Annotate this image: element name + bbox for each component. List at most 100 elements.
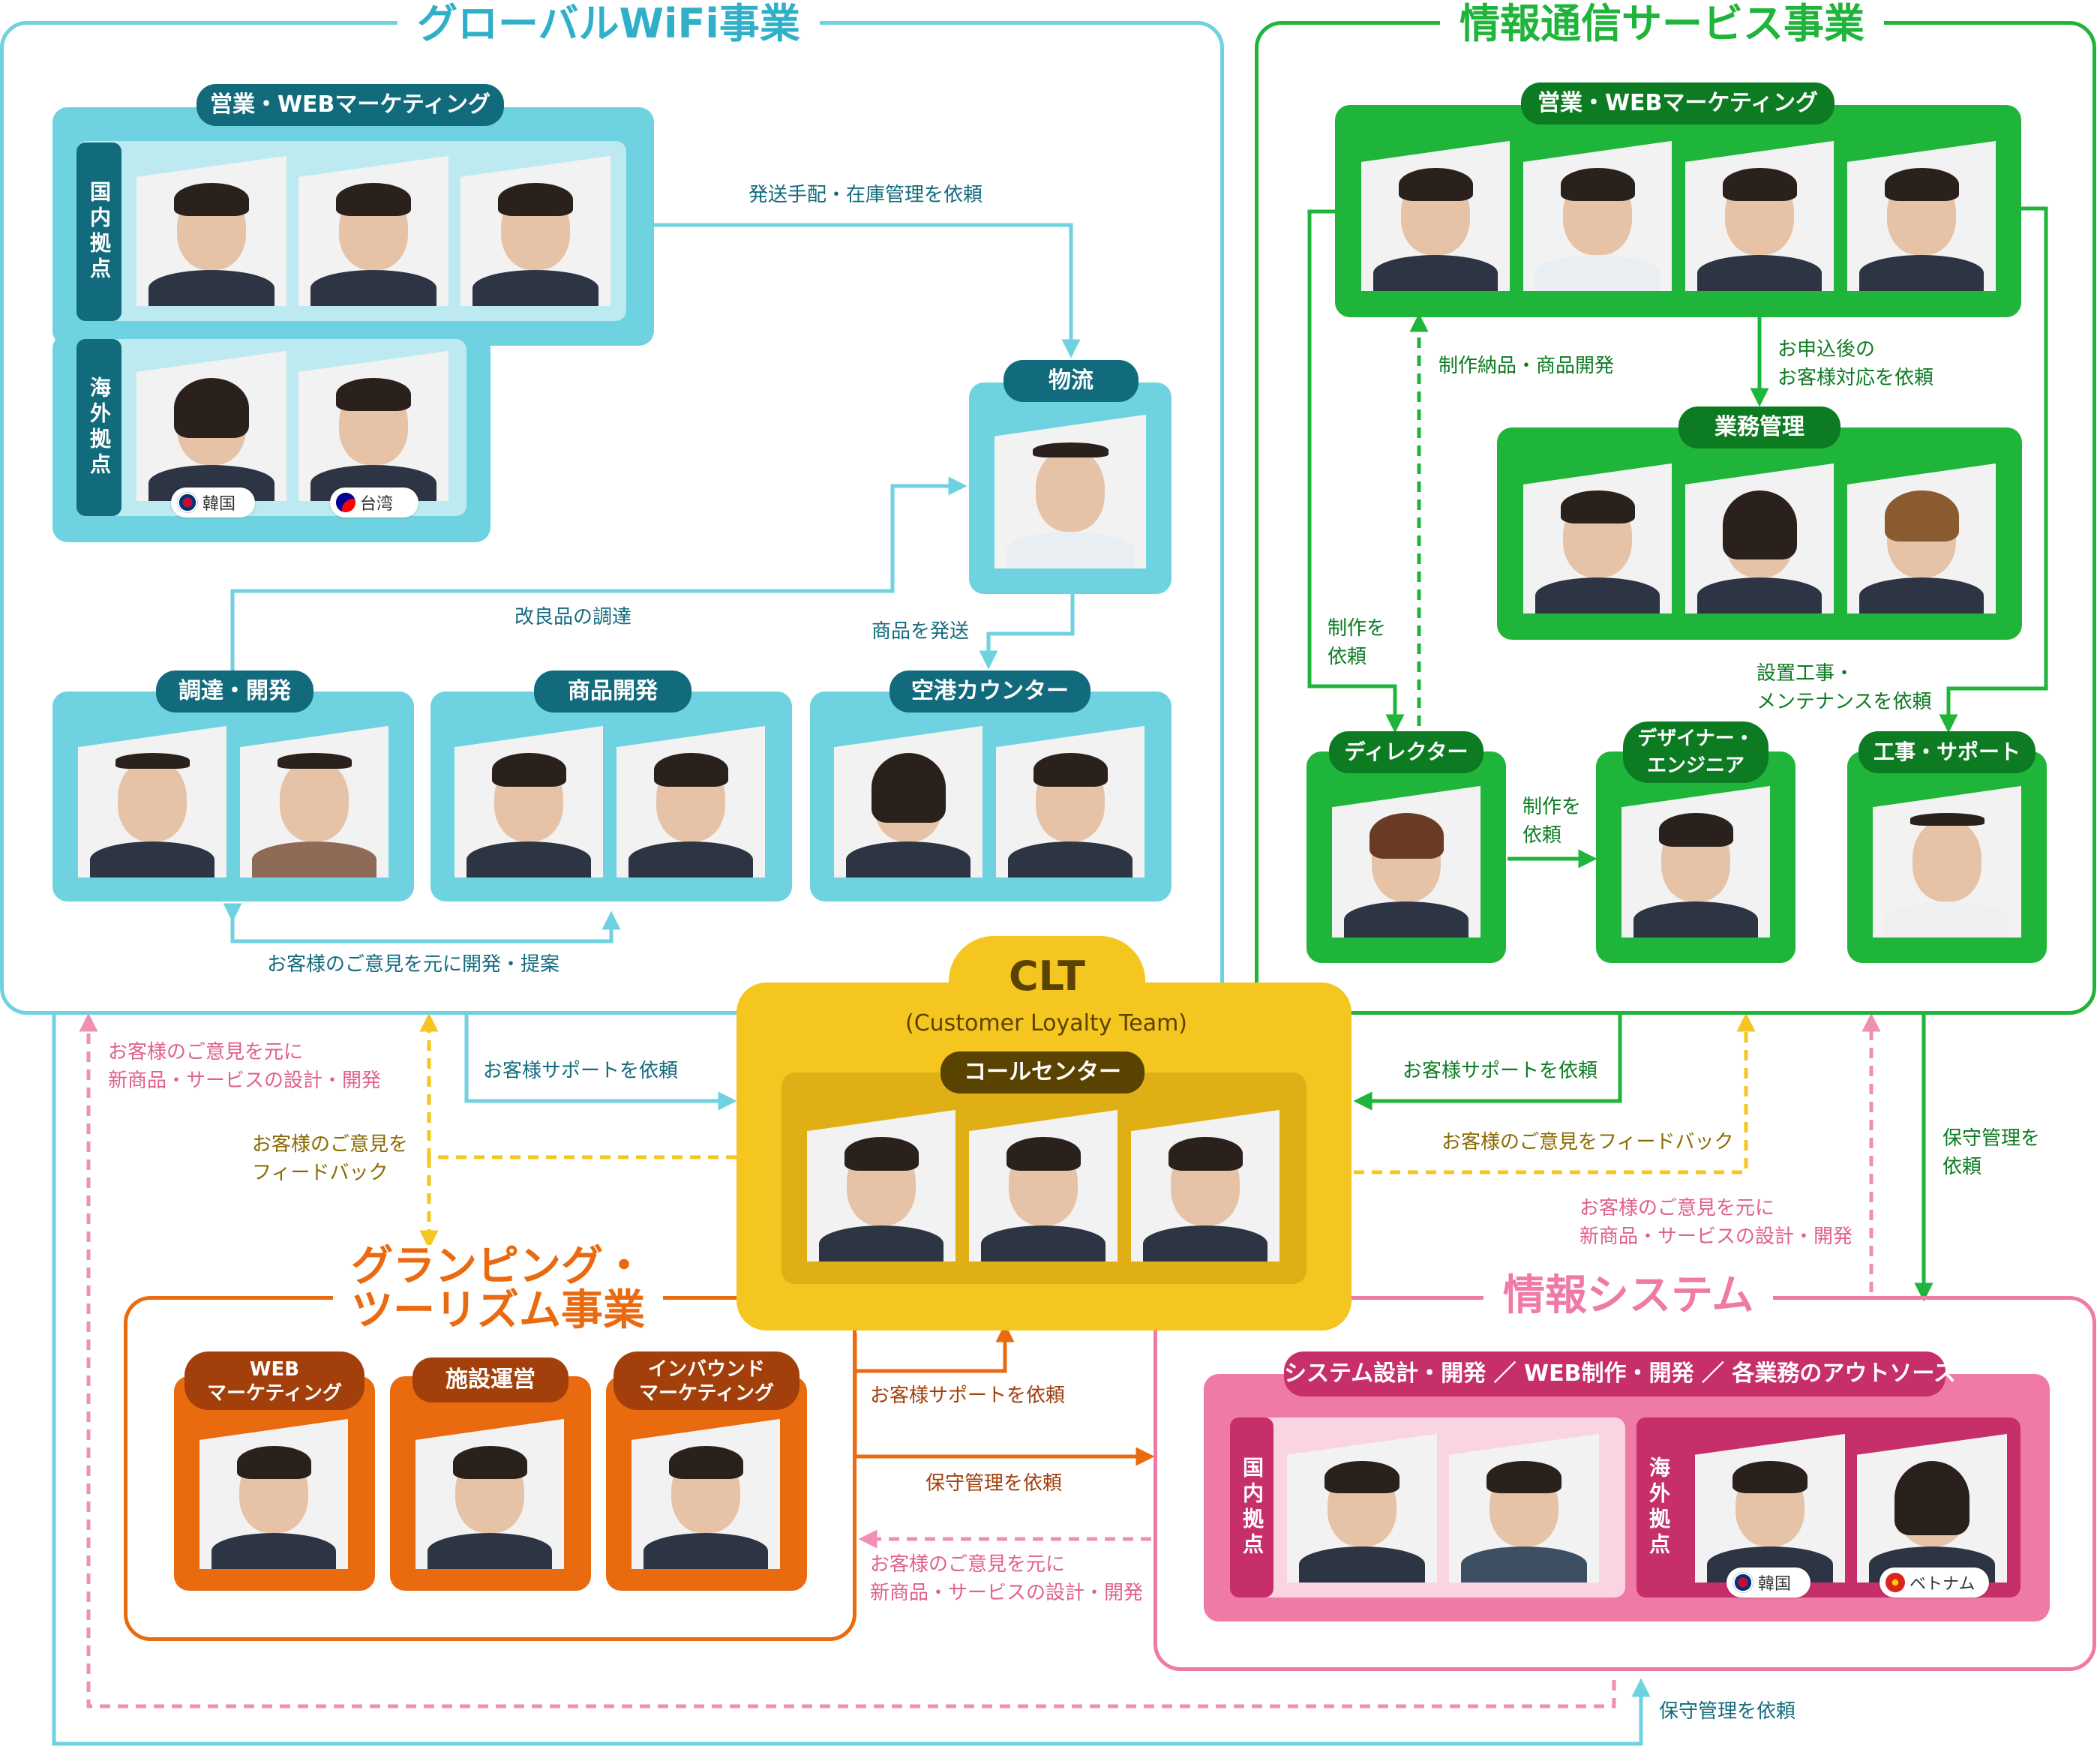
arrow-production-request-director <box>1307 209 1405 734</box>
person-photo <box>996 726 1144 878</box>
label-line: お客様対応を依頼 <box>1778 366 1934 389</box>
unit-label-airport-counter: 空港カウンター <box>890 670 1090 712</box>
label-line: お客様のご意見を元に <box>870 1553 1066 1576</box>
arrow-glamp-support <box>853 1323 1015 1373</box>
label-line: 新商品・サービスの設計・開発 <box>1580 1225 1853 1248</box>
person-photo <box>136 156 286 306</box>
arrow-install <box>1939 206 2048 734</box>
arrow-tel-feedback <box>1354 1012 1756 1174</box>
label-application: お申込後のお客様対応を依頼 <box>1778 336 1934 392</box>
person-photo <box>834 726 982 878</box>
flag-label: 韓国 <box>202 495 236 514</box>
label-production-request-director: 制作を依頼 <box>1328 615 1386 671</box>
vietnam-flag-icon <box>1886 1573 1905 1592</box>
person-photo <box>616 726 765 878</box>
person-photo <box>78 726 226 878</box>
person-photo <box>1622 786 1770 938</box>
label-production-delivery: 制作納品・商品開発 <box>1438 355 1615 377</box>
label-production-request-designer: 制作を依頼 <box>1522 794 1581 850</box>
person-photo <box>1685 141 1834 291</box>
person-photo <box>969 1110 1118 1262</box>
unit-label-line: インバウンド <box>647 1358 765 1381</box>
person-photo <box>136 351 286 501</box>
unit-label-line: エンジニア <box>1646 754 1744 777</box>
unit-label-line: WEB <box>249 1358 300 1381</box>
label-line: メンテナンスを依頼 <box>1756 690 1932 713</box>
person-photo <box>460 156 610 306</box>
unit-label-facility-operation: 施設運営 <box>412 1358 568 1402</box>
person-photo <box>200 1419 348 1569</box>
label-maintenance: 保守管理を依頼 <box>1942 1125 2040 1181</box>
label-bottom-maintenance: 保守管理を依頼 <box>1659 1700 1796 1723</box>
person-photo <box>1523 141 1672 291</box>
unit-label-designer-engineer: デザイナー・エンジニア <box>1623 722 1768 783</box>
label-wifi-new-design: お客様のご意見を元に新商品・サービスの設計・開発 <box>108 1039 381 1095</box>
region-title-line: ツーリズム事業 <box>351 1286 645 1335</box>
unit-label-director: ディレクター <box>1329 731 1484 773</box>
unit-label-construction-support: 工事・サポート <box>1858 731 2036 773</box>
label-dev-proposal: お客様のご意見を元に開発・提案 <box>267 953 560 976</box>
unit-label-line: マーケティング <box>207 1382 342 1405</box>
unit-label-inbound-marketing: インバウンドマーケティング <box>614 1352 800 1410</box>
flag-label: ベトナム <box>1910 1575 1976 1594</box>
label-line: 依頼 <box>1328 645 1367 668</box>
person-photo <box>632 1419 780 1569</box>
flag-badge-taiwan: 台湾 <box>330 488 418 518</box>
arrow-wifi-feedback <box>419 1012 736 1160</box>
unit-label-procurement: 調達・開発 <box>156 670 314 712</box>
person-photo <box>1361 141 1510 291</box>
unit-label-business-mgmt: 業務管理 <box>1678 406 1840 448</box>
person-photo <box>1449 1434 1599 1582</box>
person-photo <box>1685 464 1834 614</box>
label-shipping-request: 発送手配・在庫管理を依頼 <box>748 184 983 206</box>
arrow-tel-support <box>1353 1015 1622 1111</box>
label-line: お客様のご意見を元に <box>108 1041 304 1064</box>
label-line: フィードバック <box>252 1161 388 1184</box>
side-tab-system-domestic: 国内拠点 <box>1230 1418 1274 1598</box>
label-glamp-maintenance: 保守管理を依頼 <box>926 1472 1063 1495</box>
label-line: 保守管理を <box>1942 1127 2041 1150</box>
arrow-wifi-new-design <box>79 1012 1616 1708</box>
side-tab-system-overseas: 海外拠点 <box>1636 1418 1680 1598</box>
unit-label-wifi-sales: 営業・WEBマーケティング <box>196 84 504 126</box>
flag-label: 韓国 <box>1758 1575 1792 1594</box>
arrow-ship-product <box>979 594 1075 670</box>
label-line: お客様のご意見を元に <box>1580 1197 1775 1220</box>
unit-label-line: マーケティング <box>639 1382 774 1405</box>
clt-title: CLT <box>1009 952 1085 1000</box>
label-glamp-new-design: お客様のご意見を元に新商品・サービスの設計・開発 <box>870 1551 1143 1607</box>
flag-badge-korea: 韓国 <box>171 488 255 518</box>
person-photo <box>298 156 448 306</box>
label-line: お客様のご意見を <box>252 1133 409 1156</box>
label-install: 設置工事・メンテナンスを依頼 <box>1756 660 1931 716</box>
label-line: 新商品・サービスの設計・開発 <box>108 1069 382 1092</box>
person-photo <box>454 726 603 878</box>
person-photo <box>298 351 448 501</box>
label-line: 制作を <box>1522 796 1582 818</box>
label-glamp-support: お客様サポートを依頼 <box>870 1384 1066 1407</box>
label-tel-feedback: お客様のご意見をフィードバック <box>1442 1131 1734 1154</box>
korea-flag-icon <box>177 492 198 513</box>
label-line: 新商品・サービスの設計・開発 <box>870 1581 1144 1604</box>
flag-badge-korea: 韓国 <box>1726 1568 1810 1598</box>
person-photo <box>1287 1434 1437 1582</box>
region-title-global-wifi: グローバルWiFi事業 <box>398 4 820 44</box>
unit-label-line: デザイナー・ <box>1637 728 1754 750</box>
arrow-wifi-support <box>464 1015 737 1111</box>
arrow-bottom-maintenance <box>52 1015 1651 1746</box>
label-line: 制作を <box>1328 617 1387 640</box>
label-tel-new-design: お客様のご意見を元に新商品・サービスの設計・開発 <box>1580 1195 1852 1251</box>
person-photo <box>1523 464 1672 614</box>
person-photo <box>1695 1434 1845 1582</box>
side-tab-wifi-domestic: 国内拠点 <box>76 142 122 321</box>
label-line: 依頼 <box>1522 824 1562 847</box>
person-photo <box>240 726 388 878</box>
person-photo <box>1131 1110 1280 1262</box>
flag-label: 台湾 <box>360 495 394 514</box>
region-title-line: グランピング・ <box>351 1242 645 1291</box>
person-photo <box>1847 464 1996 614</box>
region-title-glamping: グランピング・ツーリズム事業 <box>333 1242 663 1335</box>
unit-label-logistics: 物流 <box>1004 360 1138 402</box>
person-photo <box>1847 141 1996 291</box>
